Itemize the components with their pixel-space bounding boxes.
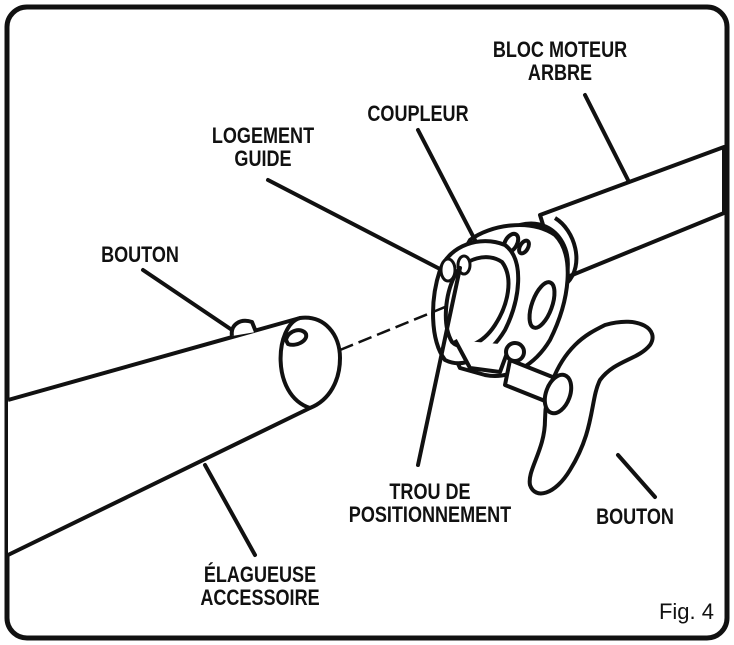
label-trou-line1: TROU DE	[389, 479, 471, 504]
label-logement-guide: LOGEMENT GUIDE	[193, 124, 332, 170]
label-bloc-moteur-line2: ARBRE	[527, 60, 593, 85]
figure-caption: Fig. 4	[658, 599, 714, 624]
label-bloc-moteur: BLOC MOTEUR ARBRE	[474, 38, 646, 84]
label-bloc-moteur-line1: BLOC MOTEUR	[492, 37, 628, 62]
label-trou-line2: POSITIONNEMENT	[348, 502, 512, 527]
label-bouton-left: BOUTON	[87, 243, 194, 266]
label-coupleur-text: COUPLEUR	[367, 101, 469, 126]
label-logement-line1: LOGEMENT	[211, 123, 315, 148]
pruner-tube	[7, 315, 342, 557]
label-coupleur: COUPLEUR	[352, 102, 483, 125]
label-bouton-right: BOUTON	[582, 505, 689, 528]
label-logement-line2: GUIDE	[234, 146, 292, 171]
label-elagueuse-line2: ACCESSOIRE	[200, 585, 320, 610]
t-handle-knob	[503, 319, 655, 496]
label-bouton-left-text: BOUTON	[101, 242, 179, 267]
label-bouton-right-text: BOUTON	[596, 504, 674, 529]
label-trou-positionnement: TROU DE POSITIONNEMENT	[344, 480, 516, 526]
leader-lines	[141, 93, 657, 557]
label-elagueuse: ÉLAGUEUSE ACCESSOIRE	[190, 563, 329, 609]
label-elagueuse-line1: ÉLAGUEUSE	[203, 562, 317, 587]
figure-frame	[4, 4, 730, 641]
